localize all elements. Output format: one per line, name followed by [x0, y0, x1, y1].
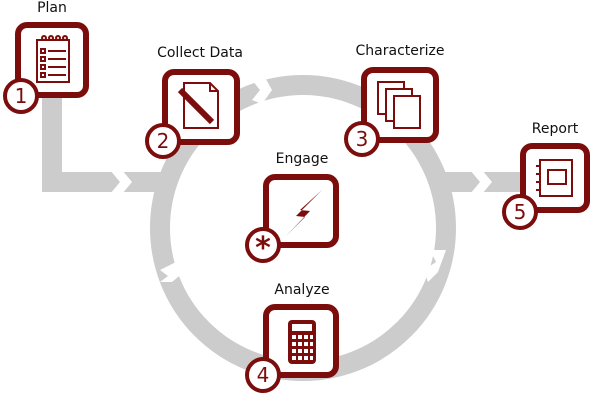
ring-chevron [424, 250, 446, 282]
flow-chevron [470, 170, 492, 194]
ring-chevron [160, 262, 184, 282]
badge-1 [3, 78, 39, 114]
calculator-icon [288, 320, 316, 364]
badge-2-number: 2 [157, 129, 170, 153]
badge-1-number: 1 [15, 84, 28, 108]
report-booklet-icon [536, 159, 573, 197]
badge-3-number: 3 [356, 127, 369, 151]
badge-4-number: 4 [257, 363, 270, 387]
badge-5-number: 5 [514, 200, 527, 224]
stacked-documents-icon [377, 81, 421, 129]
ring-chevron [252, 72, 272, 104]
report-label: Report [531, 121, 579, 137]
badge-engage-asterisk: * [255, 231, 271, 266]
badge-2 [145, 123, 181, 159]
characterize-label: Characterize [355, 43, 445, 59]
collect-data-label: Collect Data [157, 45, 243, 61]
analyze-label: Analyze [274, 282, 330, 298]
badge-3 [344, 121, 380, 157]
engage-label: Engage [275, 151, 329, 167]
lightning-icon [286, 190, 322, 236]
badge-5 [502, 194, 538, 230]
flow-chevron [110, 170, 132, 194]
badge-4 [245, 357, 281, 393]
badge-engage [245, 227, 281, 263]
notepad-checklist-icon [36, 35, 70, 83]
plan-label: Plan [37, 0, 67, 16]
pencil-document-icon [177, 82, 219, 129]
